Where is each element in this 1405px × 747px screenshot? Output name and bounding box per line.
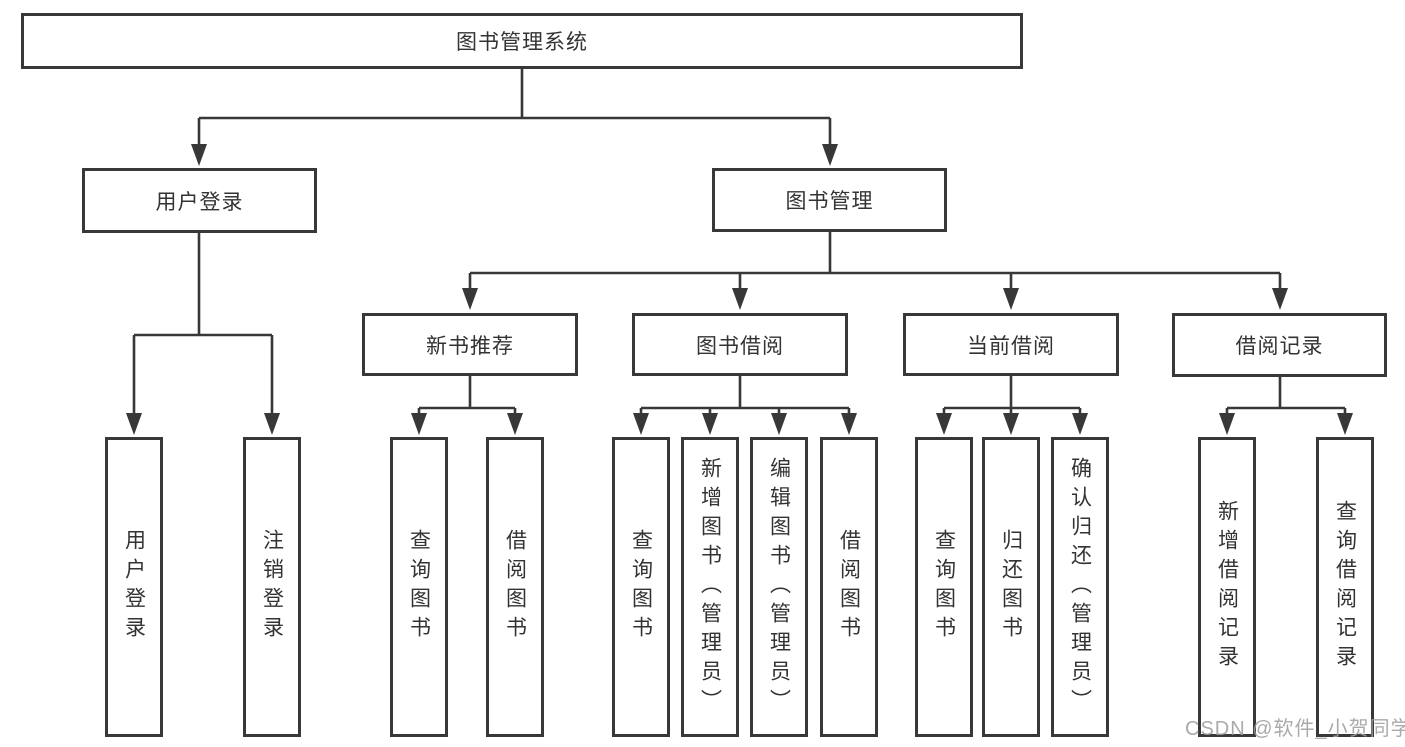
node-label: 查询借阅记录 xyxy=(1333,500,1357,674)
node-new-book-recommendation: 新书推荐 xyxy=(362,313,578,376)
leaf-query-borrow-record: 查询借阅记录 xyxy=(1316,437,1374,737)
node-current-borrowing: 当前借阅 xyxy=(903,313,1119,376)
leaf-add-borrow-record: 新增借阅记录 xyxy=(1198,437,1256,737)
leaf-edit-book-admin: 编辑图书（管理员） xyxy=(750,437,808,737)
node-label: 用户登录 xyxy=(155,190,244,214)
node-label: 用户登录 xyxy=(122,529,146,645)
node-borrowing-records: 借阅记录 xyxy=(1172,313,1387,377)
csdn-watermark: CSDN @软件_小贺同学 xyxy=(1185,718,1405,740)
node-user-login: 用户登录 xyxy=(82,168,317,233)
leaf-user-login: 用户登录 xyxy=(105,437,163,737)
node-label: 当前借阅 xyxy=(967,334,1055,358)
node-label: 借阅图书 xyxy=(837,529,861,645)
node-label: 新书推荐 xyxy=(426,334,514,358)
node-label: 查询图书 xyxy=(932,529,956,645)
node-label: 新增借阅记录 xyxy=(1215,500,1239,674)
node-label: 查询图书 xyxy=(407,529,431,645)
leaf-query-books-borrow: 查询图书 xyxy=(612,437,670,737)
leaf-query-books-recommend: 查询图书 xyxy=(390,437,448,737)
node-label: 编辑图书（管理员） xyxy=(767,456,791,718)
node-book-borrowing: 图书借阅 xyxy=(632,313,848,376)
leaf-borrow-books-recommend: 借阅图书 xyxy=(486,437,544,737)
node-label: 图书管理 xyxy=(785,190,874,213)
leaf-logout: 注销登录 xyxy=(243,437,301,737)
node-label: 借阅图书 xyxy=(503,529,527,645)
node-label: 归还图书 xyxy=(999,529,1023,645)
node-library-management-system: 图书管理系统 xyxy=(21,13,1023,69)
node-label: 确认归还（管理员） xyxy=(1068,456,1092,718)
node-book-management: 图书管理 xyxy=(712,168,947,232)
leaf-query-books-current: 查询图书 xyxy=(915,437,973,737)
node-label: 查询图书 xyxy=(629,529,653,645)
node-label: 图书借阅 xyxy=(696,334,784,358)
node-label: 借阅记录 xyxy=(1235,335,1324,358)
node-label: 注销登录 xyxy=(260,529,284,645)
leaf-add-book-admin: 新增图书（管理员） xyxy=(681,437,739,737)
leaf-return-book: 归还图书 xyxy=(982,437,1040,737)
node-label: 图书管理系统 xyxy=(456,31,588,54)
leaf-confirm-return-admin: 确认归还（管理员） xyxy=(1051,437,1109,737)
node-label: 新增图书（管理员） xyxy=(698,456,722,718)
leaf-borrow-books: 借阅图书 xyxy=(820,437,878,737)
